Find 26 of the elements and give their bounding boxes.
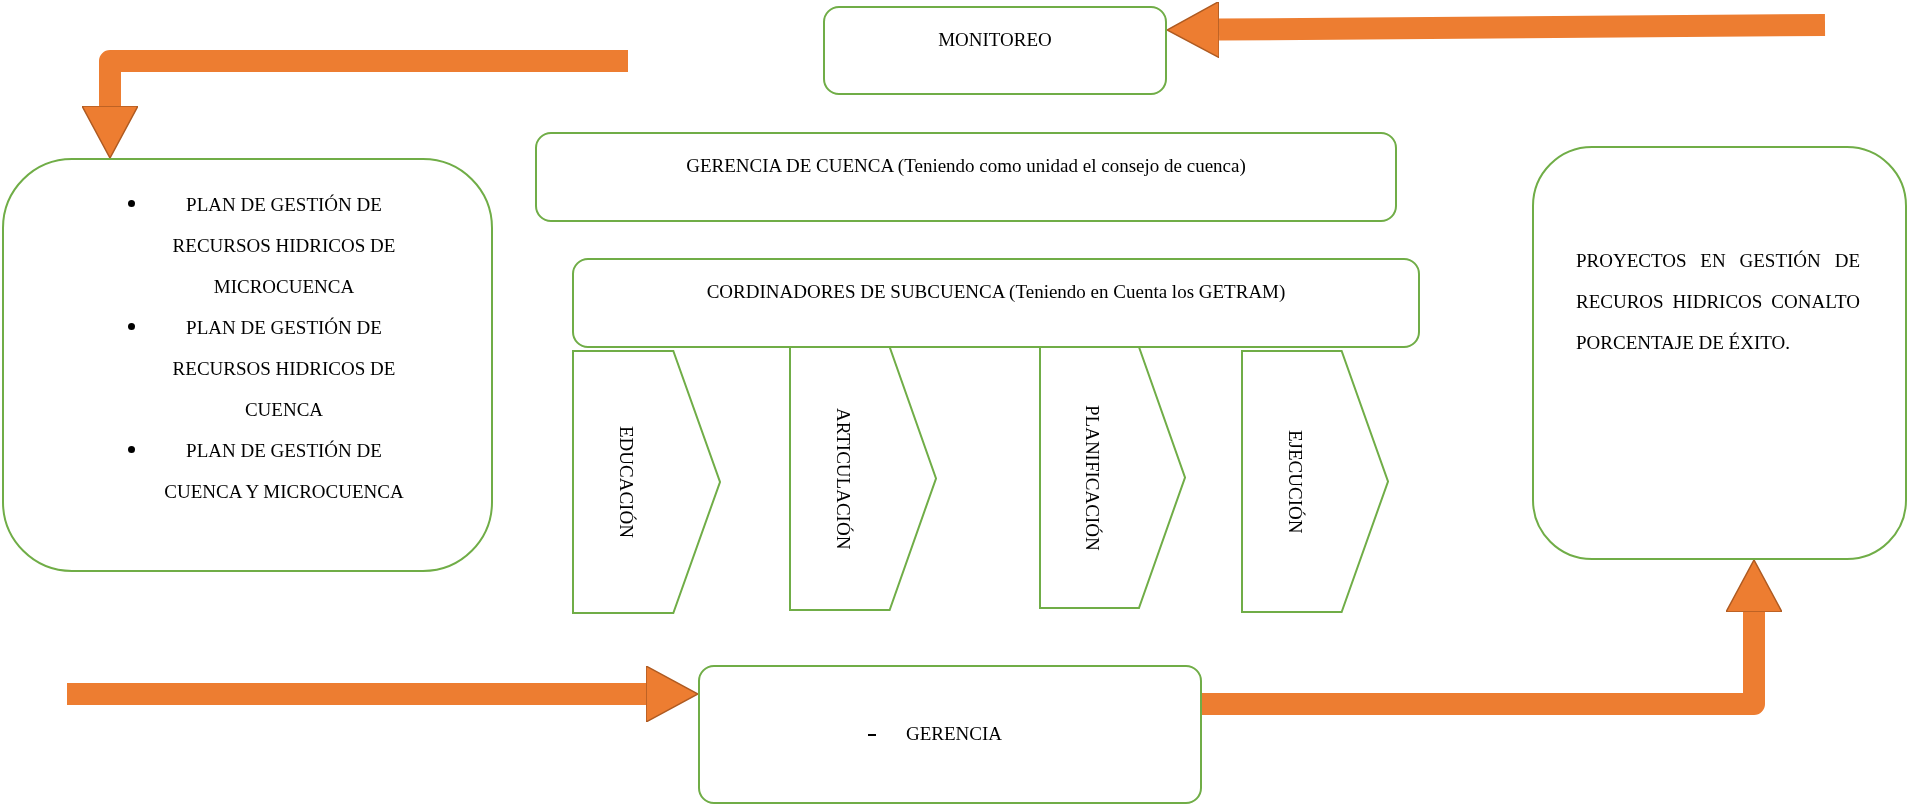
- box-text: GERENCIA: [905, 722, 1003, 747]
- block-arrow: [1202, 559, 1783, 715]
- rounded-box: [698, 665, 1202, 804]
- rounded-box: [1532, 146, 1907, 560]
- chevron-box: [572, 350, 721, 614]
- step-label: EJECUCIÓN: [1283, 429, 1307, 534]
- plan-item: PLAN DE GESTIÓN DE RECURSOS HIDRICOS DE CUENCA: [171, 316, 397, 422]
- step-label: EDUCACIÓN: [614, 426, 638, 538]
- rounded-box: [823, 6, 1167, 95]
- plan-item: PLAN DE GESTIÓN DE RECURSOS HIDRICOS DE MICROCUENCA: [171, 193, 397, 299]
- step-label: PLANIFICACIÓN: [1081, 404, 1105, 551]
- box-text: PROYECTOS EN GESTIÓN DE RECUROS HIDRICOS CONALTO PORCENTAJE DE ÉXITO.: [1576, 249, 1860, 355]
- box-text: GERENCIA DE CUENCA (Teniendo como unidad el consejo de cuenca): [686, 154, 1246, 178]
- rounded-box: [572, 258, 1420, 348]
- rounded-box: [2, 158, 493, 572]
- plan-item: PLAN DE GESTIÓN DE CUENCA Y MICROCUENCA: [163, 439, 405, 504]
- chevron-box: [1241, 350, 1389, 613]
- block-arrow: [67, 665, 699, 723]
- step-label: ARTICULACIÓN: [831, 407, 855, 550]
- block-arrow: [1166, 0, 1826, 59]
- box-text: CORDINADORES DE SUBCUENCA (Teniendo en Cuenta los GETRAM): [706, 280, 1286, 304]
- chevron-box: [789, 346, 937, 611]
- chevron-box: [1039, 346, 1186, 609]
- box-text: MONITOREO: [938, 28, 1052, 52]
- block-arrow: [81, 50, 628, 159]
- rounded-box: [535, 132, 1397, 222]
